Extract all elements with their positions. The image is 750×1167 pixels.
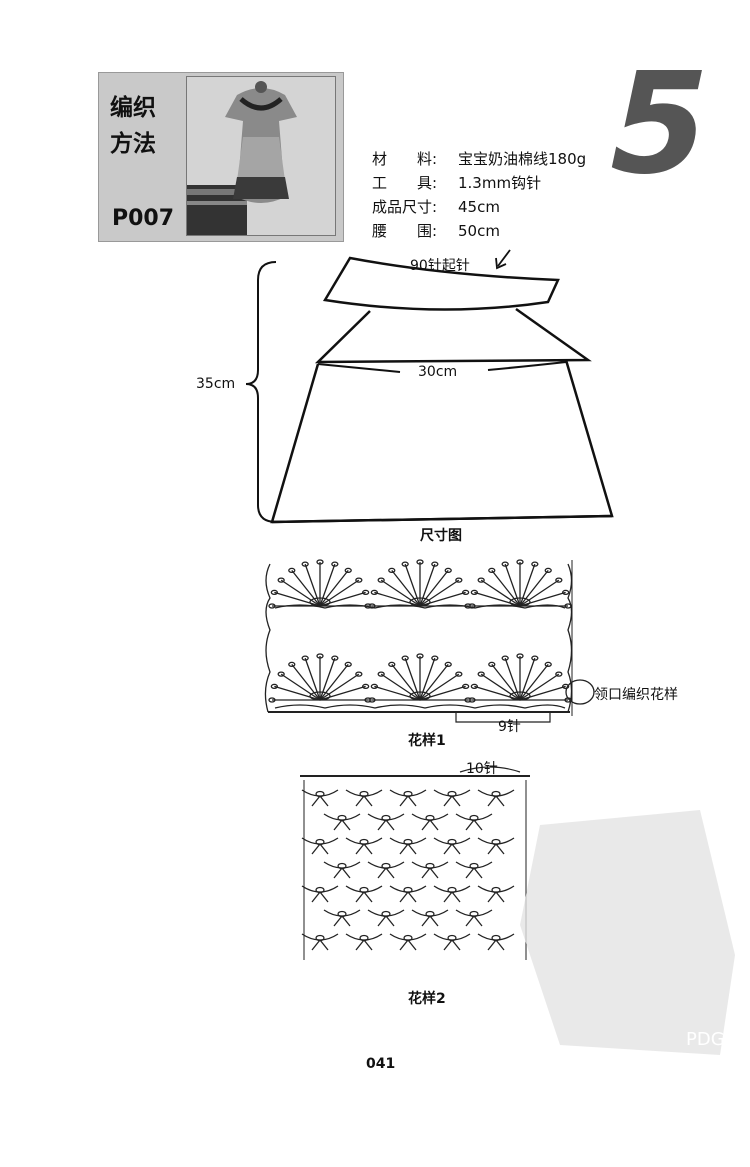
- pattern1-caption: 花样1: [408, 733, 446, 749]
- spec-value: 50cm: [458, 222, 500, 240]
- height-label: 35cm: [196, 376, 236, 392]
- cast-on-arrow-head: [495, 257, 507, 270]
- spec-row-waist: 腰 围: 50cm: [372, 220, 500, 241]
- yoke-outline: [314, 307, 592, 364]
- spec-row-tool: 工 具: 1.3mm钩针: [372, 172, 541, 193]
- pattern2-caption: 花样2: [408, 991, 446, 1007]
- pattern-code: P007: [112, 206, 175, 231]
- spec-row-size: 成品尺寸: 45cm: [372, 196, 500, 217]
- collar-pattern-label: 领口编织花样: [594, 687, 678, 703]
- cast-on-label: 90针起针: [410, 258, 470, 274]
- waist-line-left: [317, 363, 401, 373]
- width-label: 30cm: [418, 364, 458, 380]
- watermark-stamp: PDG: [520, 810, 735, 1055]
- garment-photo: [186, 76, 336, 236]
- pattern1-chart: [264, 559, 595, 723]
- spec-value: 45cm: [458, 198, 500, 216]
- size-diagram-caption: 尺寸图: [420, 528, 462, 544]
- spec-value: 宝宝奶油棉线180g: [458, 150, 587, 168]
- spec-label: 工 具:: [372, 174, 438, 192]
- spec-label: 材 料:: [372, 150, 438, 168]
- pattern1-repeat-label: 9针: [498, 719, 521, 735]
- garment-photo-drawing: [187, 77, 335, 235]
- pattern2-repeat-label: 10针: [466, 761, 498, 777]
- waist-line-right: [487, 361, 567, 371]
- spec-label: 腰 围:: [372, 222, 438, 240]
- skirt-outline: [270, 359, 614, 524]
- height-brace: [245, 261, 277, 523]
- cast-on-arrow: [497, 249, 511, 267]
- spec-row-material: 材 料: 宝宝奶油棉线180g: [372, 148, 586, 169]
- title-line2: 方法: [110, 130, 156, 157]
- page-number: 041: [366, 1056, 396, 1072]
- collar-band-outline: [322, 256, 560, 311]
- title-line1: 编织: [110, 94, 156, 121]
- watermark-text: PDG: [686, 1029, 725, 1050]
- hem-line: [271, 514, 613, 524]
- spec-value: 1.3mm钩针: [458, 174, 542, 192]
- spec-label: 成品尺寸:: [372, 198, 438, 216]
- pattern2-chart: [300, 766, 530, 960]
